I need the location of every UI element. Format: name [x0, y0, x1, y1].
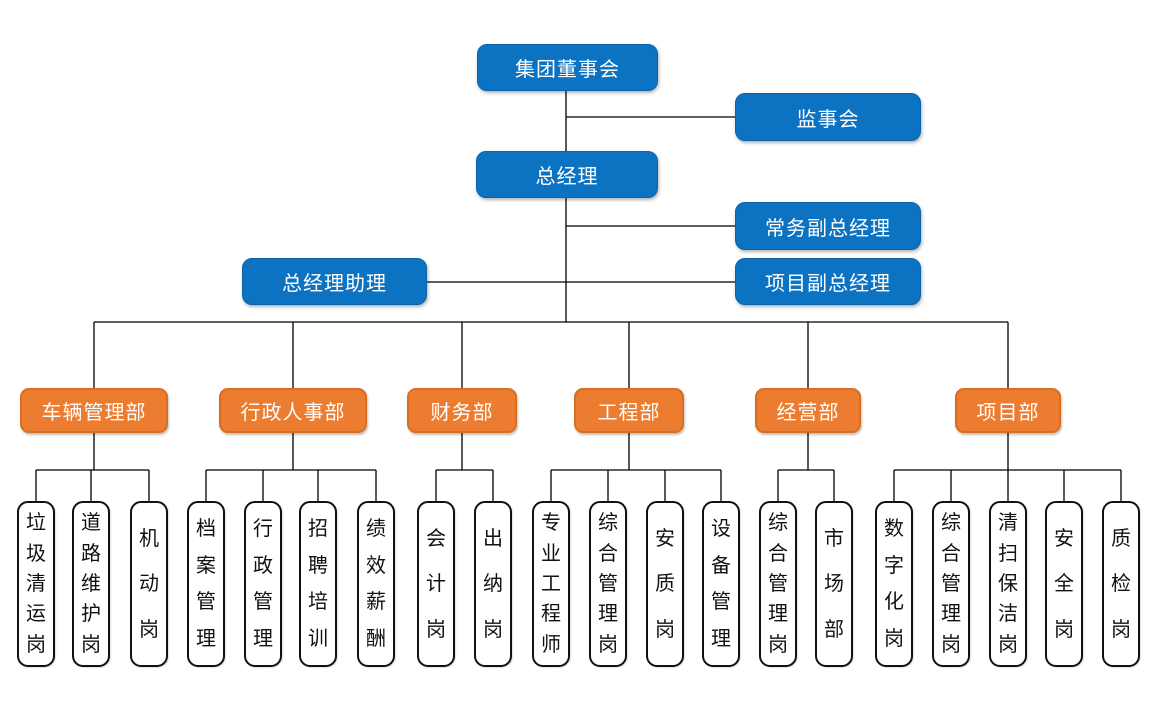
- connector-group: [35, 91, 1122, 501]
- position-node: 机动岗: [130, 501, 168, 667]
- position-node: 市场部: [815, 501, 853, 667]
- dept-finance: 财务部: [407, 388, 517, 433]
- position-node: 道路维护岗: [72, 501, 110, 667]
- position-node: 垃圾清运岗: [17, 501, 55, 667]
- position-node: 质检岗: [1102, 501, 1140, 667]
- node-exec-deputy-gm: 常务副总经理: [735, 202, 921, 250]
- dept-vehicle-management: 车辆管理部: [20, 388, 168, 433]
- position-node: 绩效薪酬: [357, 501, 395, 667]
- position-node: 综合管理岗: [932, 501, 970, 667]
- position-node: 专业工程师: [532, 501, 570, 667]
- dept-admin-hr: 行政人事部: [219, 388, 367, 433]
- position-node: 招聘培训: [299, 501, 337, 667]
- node-general-manager: 总经理: [476, 151, 658, 198]
- position-node: 行政管理: [244, 501, 282, 667]
- position-node: 设备管理: [702, 501, 740, 667]
- position-node: 综合管理岗: [759, 501, 797, 667]
- node-gm-assistant: 总经理助理: [242, 258, 427, 305]
- node-board: 集团董事会: [477, 44, 658, 91]
- position-node: 安全岗: [1045, 501, 1083, 667]
- position-node: 出纳岗: [474, 501, 512, 667]
- dept-operations: 经营部: [755, 388, 861, 433]
- position-node: 档案管理: [187, 501, 225, 667]
- dept-engineering: 工程部: [574, 388, 684, 433]
- node-project-deputy-gm: 项目副总经理: [735, 258, 921, 305]
- position-node: 综合管理岗: [589, 501, 627, 667]
- position-node: 清扫保洁岗: [989, 501, 1027, 667]
- node-supervisory-board: 监事会: [735, 93, 921, 141]
- position-node: 安质岗: [646, 501, 684, 667]
- dept-project: 项目部: [955, 388, 1061, 433]
- position-node: 会计岗: [417, 501, 455, 667]
- position-node: 数字化岗: [875, 501, 913, 667]
